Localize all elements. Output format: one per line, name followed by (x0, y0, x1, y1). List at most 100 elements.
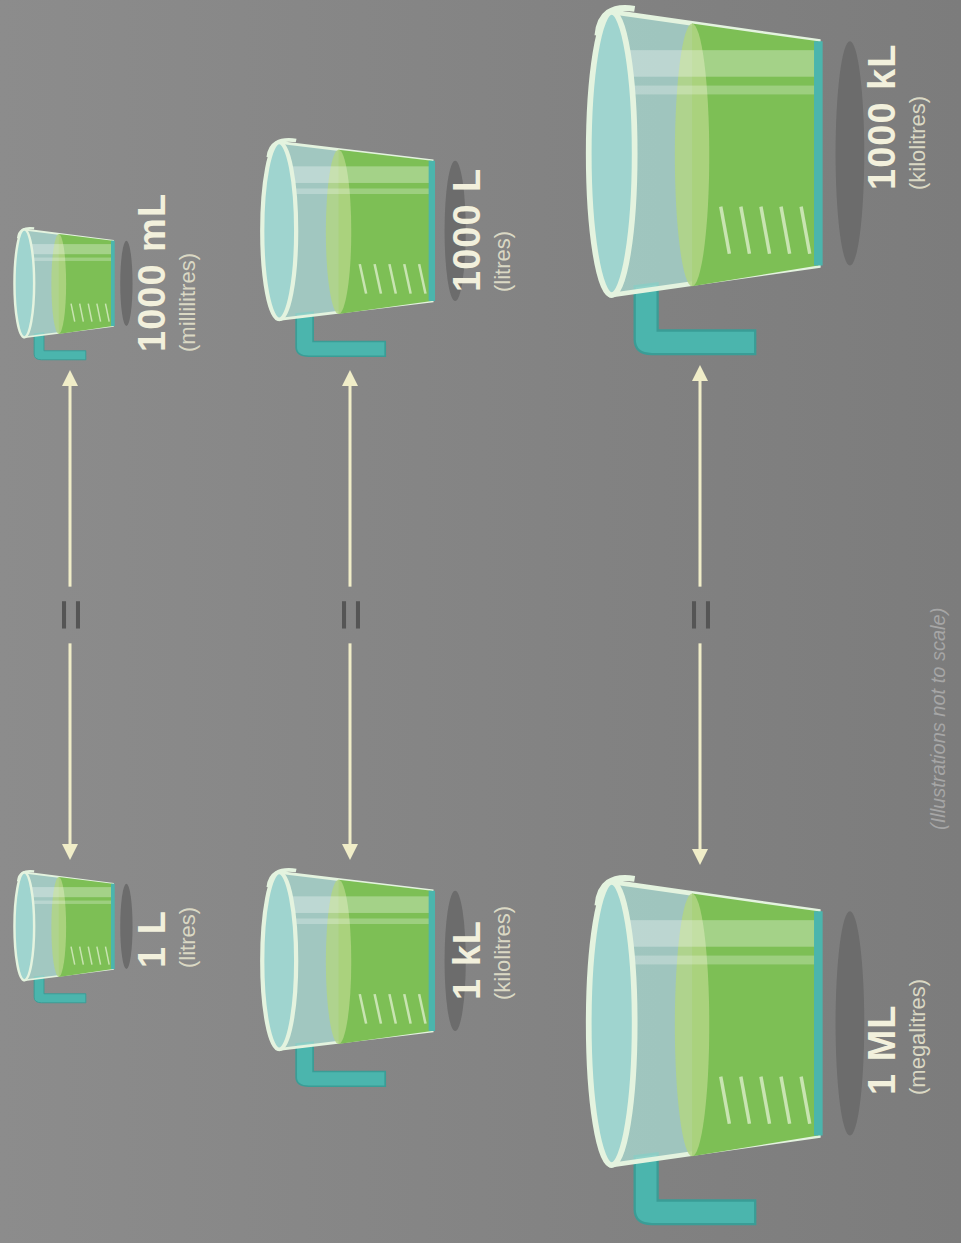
scale-tick (375, 264, 381, 294)
scale-tick (105, 304, 109, 322)
jug-body (612, 12, 819, 295)
scale-tick (721, 207, 730, 254)
unit-amount: 1000 L (445, 0, 489, 292)
unit-name: (litres) (489, 0, 517, 292)
jug-reflection (288, 918, 432, 924)
jug-base (429, 891, 435, 1031)
scale-tick (389, 264, 395, 294)
arrow-shaft (69, 643, 72, 846)
jug-body (24, 872, 113, 980)
arrow-head (692, 849, 708, 865)
unit-label-group: 1000 mL(millilitres) (130, 52, 202, 352)
jug-spout (597, 8, 634, 35)
scale-tick (419, 264, 425, 294)
unit-name: (millilitres) (174, 52, 202, 352)
scale-tick (71, 947, 75, 965)
scale-tick (404, 264, 410, 294)
jug-base (814, 41, 823, 265)
jug-reflection (29, 887, 113, 897)
jug-reflection (623, 50, 818, 77)
volume-unit: 1000 mL(millilitres) (10, 220, 245, 370)
jug-reflection (623, 920, 818, 947)
scale-tick (71, 304, 75, 322)
measuring-jug (583, 870, 870, 1230)
scale-tick (375, 994, 381, 1024)
volume-unit: 1 L(litres) (10, 860, 245, 1010)
jug-shadow (836, 911, 865, 1135)
jug-base (111, 241, 115, 326)
measuring-jug (12, 868, 135, 1005)
unit-amount: 1000 kL (860, 0, 904, 190)
unit-label-group: 1000 L(litres) (445, 0, 517, 292)
scale-tick (741, 207, 750, 254)
unit-amount: 1000 mL (130, 52, 174, 352)
jug-reflection (288, 188, 432, 194)
unit-name: (kilolitres) (904, 0, 932, 190)
scale-tick (741, 1077, 750, 1124)
unit-label-group: 1 kL(kilolitres) (445, 700, 517, 1000)
volume-unit: 1000 kL(kilolitres) (580, 0, 950, 365)
arrow-shaft (699, 379, 702, 587)
unit-amount: 1 kL (445, 700, 489, 1000)
jug-handle (635, 283, 756, 354)
jug-body (24, 229, 113, 337)
scale-tick (97, 947, 101, 965)
unit-label-group: 1000 kL(kilolitres) (860, 0, 932, 190)
scale-tick (80, 947, 84, 965)
equals-sign: = (672, 599, 728, 632)
jug-opening (14, 229, 34, 337)
scale-tick (761, 207, 770, 254)
jug-spout (269, 870, 297, 887)
scale-tick (721, 1077, 730, 1124)
jug-handle (34, 333, 86, 360)
jug-handle (34, 976, 86, 1003)
jug-spout (18, 871, 34, 881)
scale-tick (801, 1077, 810, 1124)
jug-shadow (120, 241, 132, 326)
scale-tick (360, 994, 366, 1024)
measuring-jug (12, 225, 135, 362)
arrow-head (692, 365, 708, 381)
jug-opening (14, 872, 34, 980)
unit-label-group: 1 ML(megalitres) (860, 795, 932, 1095)
jug-reflection (623, 956, 818, 965)
scale-tick (80, 304, 84, 322)
scale-tick (360, 264, 366, 294)
scale-tick (97, 304, 101, 322)
scale-tick (389, 994, 395, 1024)
jug-reflection (29, 258, 113, 261)
scale-tick (404, 994, 410, 1024)
jug-handle (296, 312, 385, 356)
volume-unit: 1000 L(litres) (255, 130, 560, 370)
volume-unit: 1 ML(megalitres) (580, 865, 950, 1235)
scale-tick (761, 1077, 770, 1124)
arrow-head (342, 844, 358, 860)
unit-label-group: 1 L(litres) (130, 668, 202, 968)
scale-tick (88, 304, 92, 322)
jug-spout (18, 228, 34, 238)
scale-tick (781, 207, 790, 254)
equals-sign: = (42, 599, 98, 632)
scale-tick (105, 947, 109, 965)
jug-body (279, 872, 432, 1049)
volume-unit: 1 kL(kilolitres) (255, 860, 560, 1100)
measuring-jug (583, 0, 870, 360)
unit-name: (kilolitres) (489, 700, 517, 1000)
arrow-head (342, 370, 358, 386)
jug-spout (269, 140, 297, 157)
arrow-head (62, 844, 78, 860)
unit-amount: 1 L (130, 668, 174, 968)
scale-tick (781, 1077, 790, 1124)
equals-sign: = (322, 599, 378, 632)
jug-handle (635, 1153, 756, 1224)
measuring-jug (258, 865, 470, 1090)
jug-shadow (836, 41, 865, 265)
scale-tick (801, 207, 810, 254)
unit-amount: 1 ML (860, 795, 904, 1095)
jug-base (111, 884, 115, 969)
arrow-shaft (699, 643, 702, 851)
unit-name: (litres) (174, 668, 202, 968)
jug-shadow (120, 884, 132, 969)
jug-reflection (288, 166, 432, 183)
